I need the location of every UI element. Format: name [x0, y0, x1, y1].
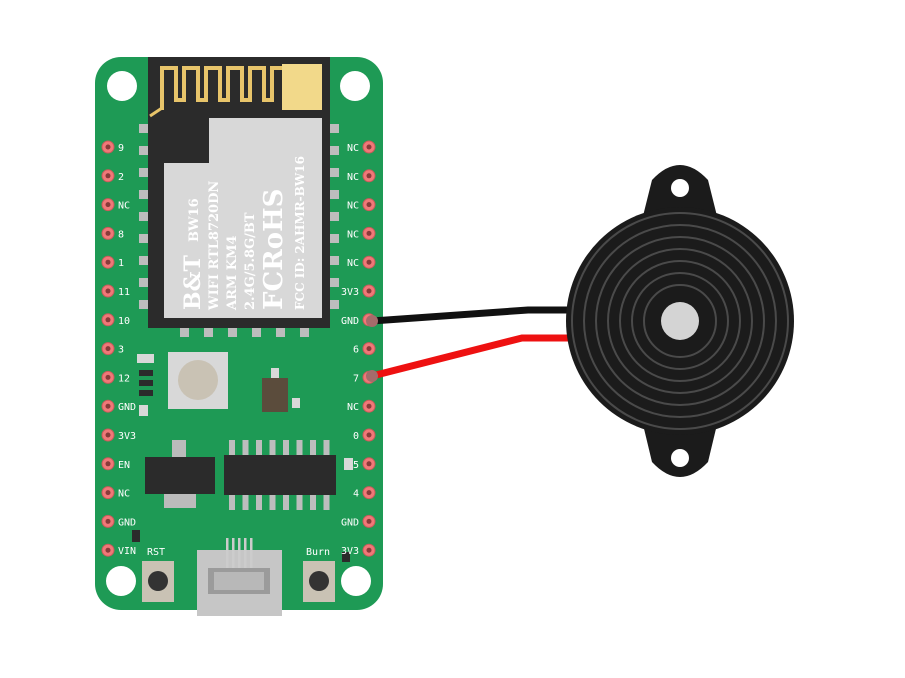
left-pin-label: GND [118, 517, 136, 528]
right-pin-label: 0 [353, 431, 359, 442]
buzzer-hole-top [671, 179, 689, 197]
module-model: BW16 [187, 198, 202, 242]
left-pin-label: 1 [118, 258, 124, 269]
left-pin-label: GND [118, 402, 136, 413]
right-pin-label: 4 [353, 489, 359, 500]
buzzer-hole-bottom [671, 449, 689, 467]
right-pin-label: GND [341, 517, 359, 528]
mounting-hole [106, 566, 136, 596]
bw16-board: B&T BW16 WIFI RTL8720DN ARM KM4 2.4G/5.8… [95, 57, 383, 616]
left-pin-label: 12 [118, 373, 130, 384]
wires [366, 306, 584, 382]
burn-label: Burn [306, 547, 330, 558]
reset-button-cap[interactable] [148, 571, 168, 591]
module-band: 2.4G/5.8G/BT [243, 212, 258, 310]
right-pin-label: NC [347, 143, 359, 154]
usb-connector[interactable] [197, 538, 282, 616]
component-dome [178, 360, 218, 400]
right-pin-label: 7 [353, 373, 359, 384]
right-pin-label: NC [347, 402, 359, 413]
module-fcc: FCC ID: 2AHMR-BW16 [293, 156, 307, 310]
left-pin-label: 9 [118, 143, 124, 154]
piezo-buzzer [566, 165, 794, 477]
voltage-regulator [145, 457, 215, 494]
gnd-wire[interactable] [368, 306, 584, 325]
left-pin-label: 11 [118, 287, 130, 298]
reset-label: RST [147, 547, 165, 558]
module-cert: FCRoHS [259, 189, 289, 310]
module-text: B&T BW16 WIFI RTL8720DN ARM KM4 2.4G/5.8… [180, 156, 307, 311]
right-pin-label: NC [347, 229, 359, 240]
right-pin-label: 6 [353, 345, 359, 356]
module-core: ARM KM4 [225, 235, 240, 311]
module-pads [139, 124, 339, 337]
right-pin-label: NC [347, 201, 359, 212]
left-pin-label: 10 [118, 316, 130, 327]
right-pin-label: NC [347, 172, 359, 183]
buzzer-center [661, 302, 699, 340]
left-pin-label: NC [118, 489, 130, 500]
mounting-hole [107, 71, 137, 101]
mounting-hole [340, 71, 370, 101]
left-pin-label: 8 [118, 229, 124, 240]
usb-serial-chip [224, 440, 336, 510]
wire-end-gnd [366, 315, 378, 327]
right-pin-label: GND [341, 316, 359, 327]
right-pin-label: 3V3 [341, 287, 359, 298]
buzzer-rings [571, 212, 789, 430]
left-pin-label: 3V3 [118, 431, 136, 442]
left-pin-label: 2 [118, 172, 124, 183]
right-pin-label: 3V3 [341, 546, 359, 557]
right-pin-label: NC [347, 258, 359, 269]
crystal-component [262, 378, 288, 412]
left-pin-label: 3 [118, 345, 124, 356]
signal-wire[interactable] [368, 334, 584, 380]
wire-end-signal [366, 370, 378, 382]
left-pin-label: NC [118, 201, 130, 212]
left-pin-label: EN [118, 460, 130, 471]
module-brand: B&T [180, 255, 206, 310]
antenna-trace [149, 62, 324, 118]
right-pin-label: 5 [353, 460, 359, 471]
left-pin-label: VIN [118, 546, 136, 557]
mounting-hole [341, 566, 371, 596]
burn-button-cap[interactable] [309, 571, 329, 591]
module-chip: WIFI RTL8720DN [207, 181, 222, 311]
